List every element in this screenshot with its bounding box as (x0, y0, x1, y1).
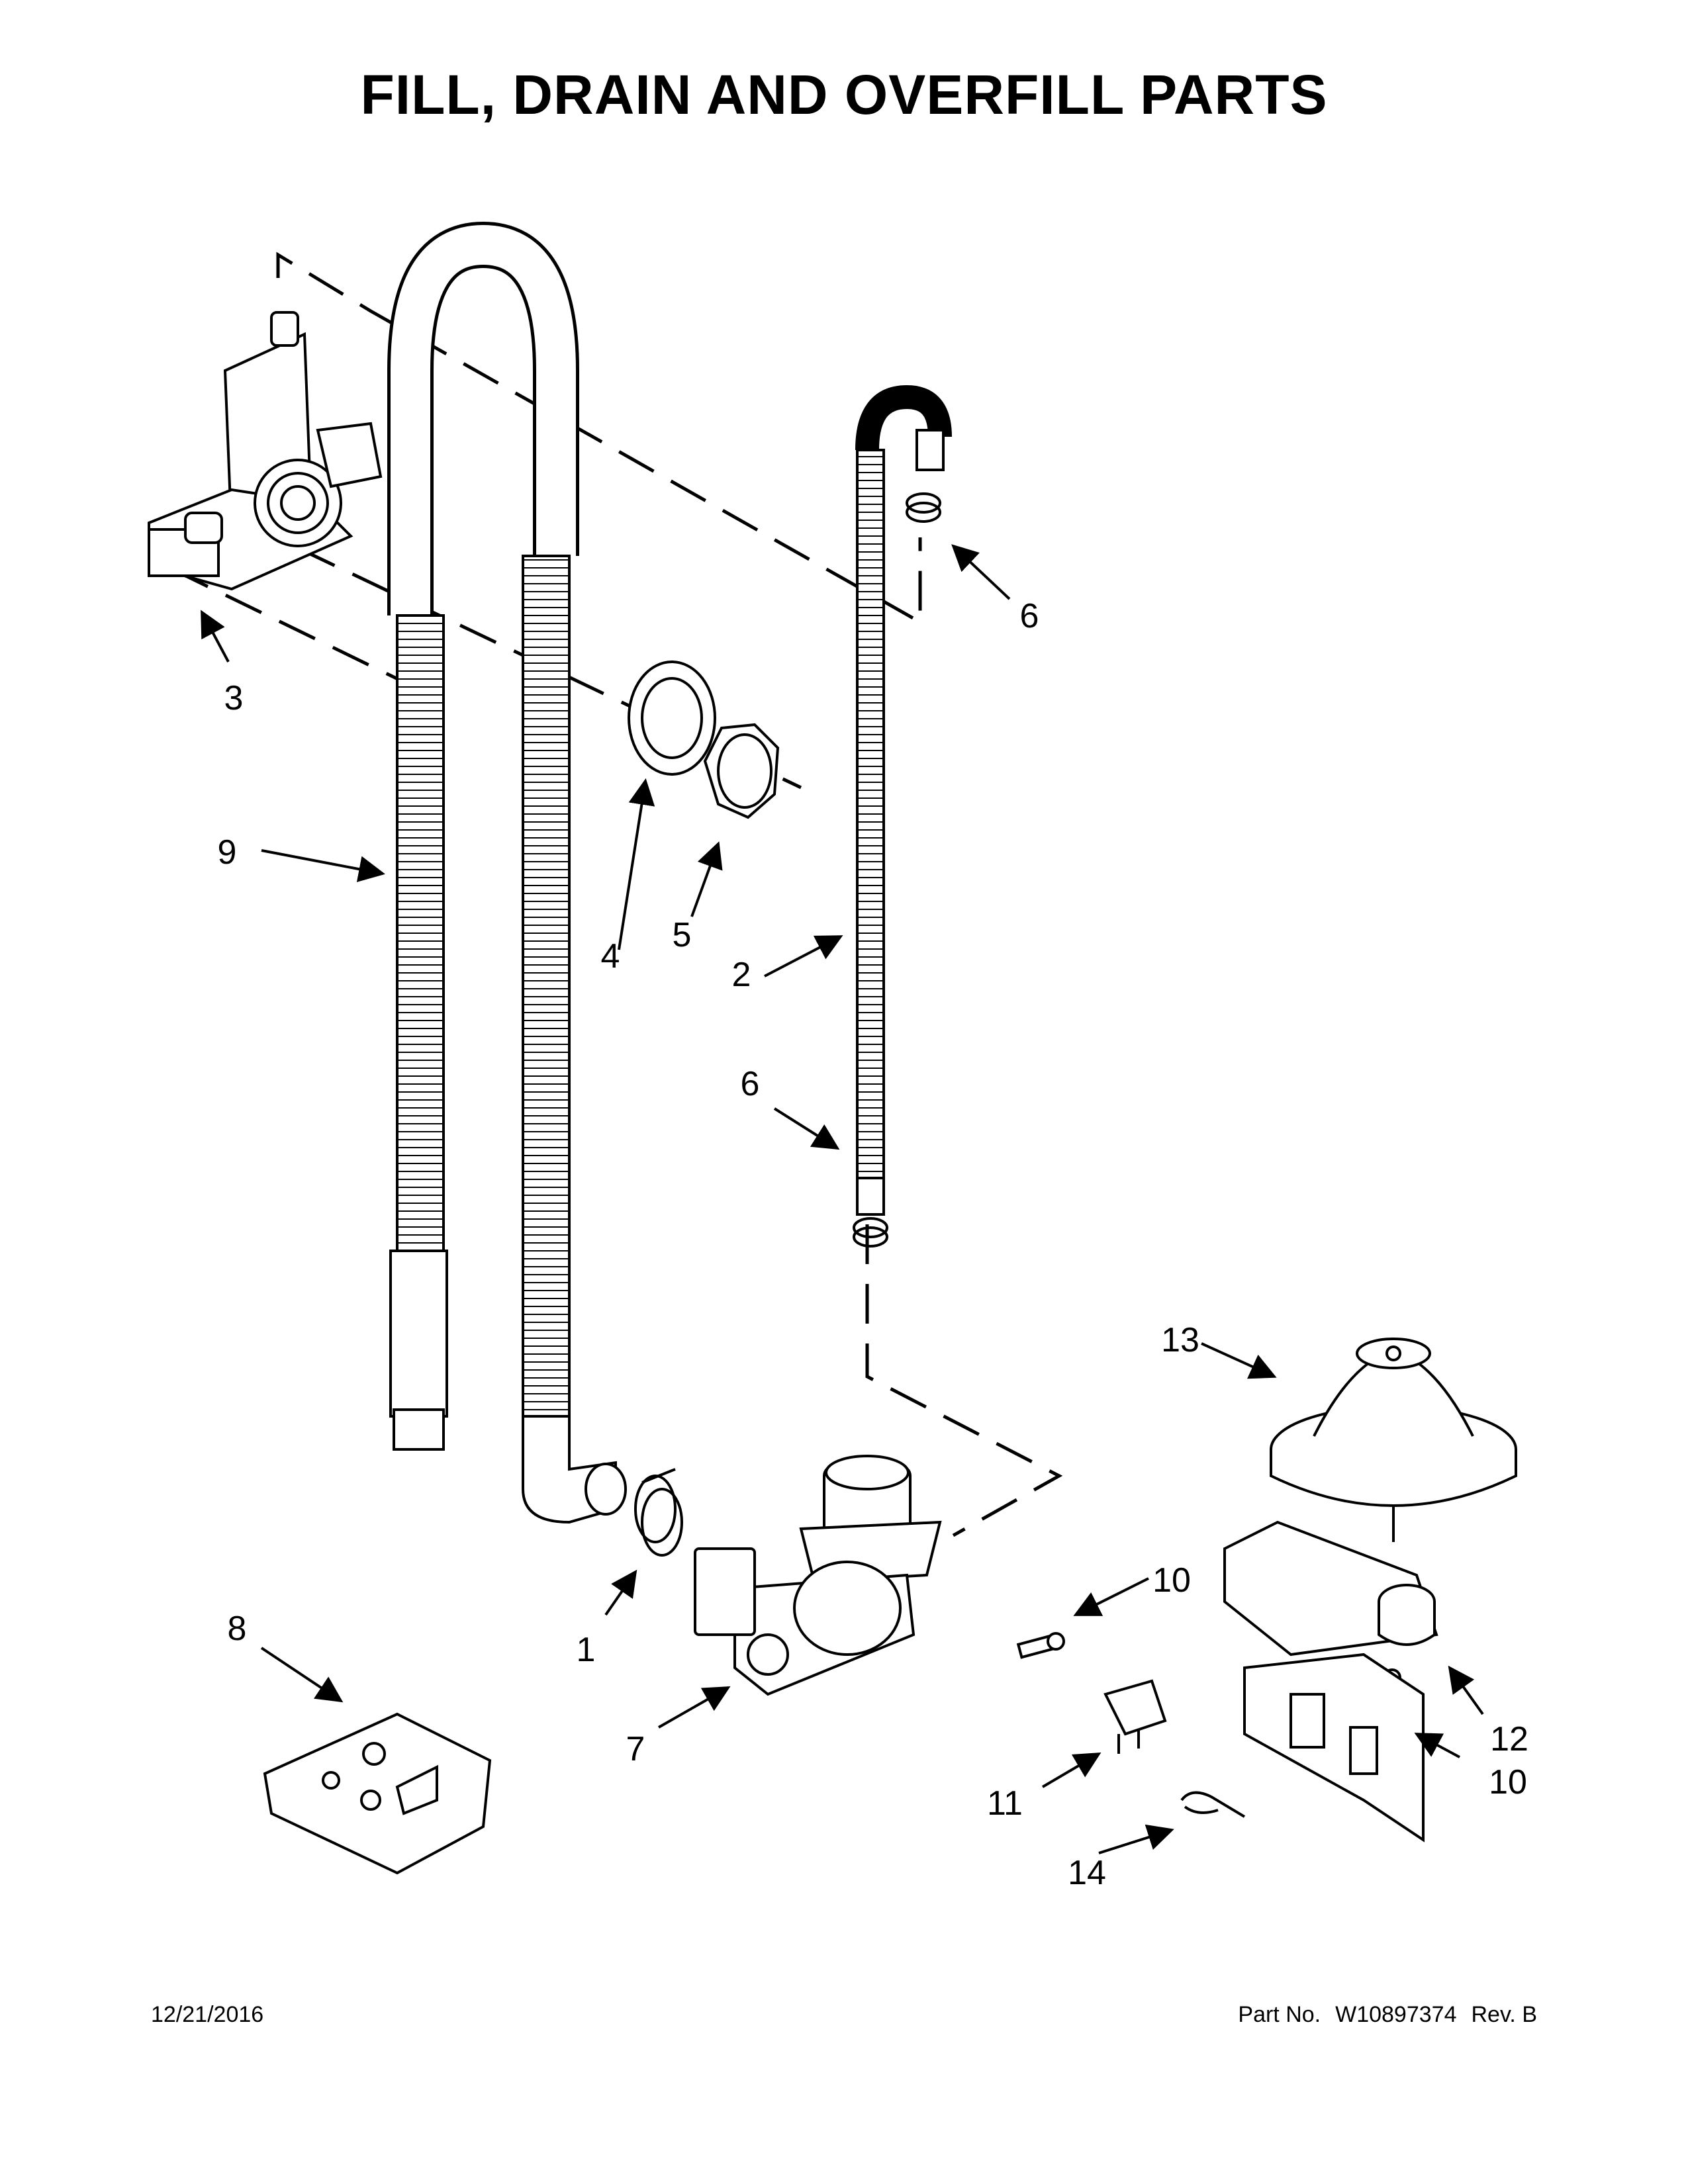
callout-6-bottom: 6 (741, 1065, 760, 1103)
switch-part-11 (1103, 1679, 1167, 1754)
callout-11: 11 (987, 1784, 1023, 1823)
page-title: FILL, DRAIN AND OVERFILL PARTS (360, 64, 1328, 126)
fill-hose-part-2 (855, 385, 952, 1216)
revision: Rev. B (1471, 2002, 1537, 2027)
callout-2: 2 (732, 956, 751, 994)
gasket-part-4 (628, 660, 716, 776)
drain-hose-part-9 (387, 221, 627, 1524)
hardware-bag-part-8 (263, 1712, 492, 1875)
callout-8: 8 (228, 1610, 247, 1648)
clamp-part-1 (634, 1468, 683, 1557)
float-part-13 (1270, 1338, 1517, 1542)
callout-10-screw: 10 (1152, 1561, 1191, 1600)
callout-14: 14 (1068, 1854, 1106, 1892)
clip-part-14 (1180, 1791, 1246, 1818)
callout-10-bracket: 10 (1489, 1763, 1527, 1801)
callout-7: 7 (626, 1730, 645, 1768)
footer-part-number: Part No. W10897374 Rev. B (1223, 2002, 1537, 2028)
callout-labels: 1 2 3 4 5 6 6 7 8 9 10 10 11 12 13 14 (218, 597, 1528, 1892)
float-switch-bracket-part-12 (1223, 1520, 1438, 1843)
callout-4: 4 (601, 937, 620, 976)
callout-3: 3 (224, 679, 244, 717)
callout-1: 1 (577, 1631, 596, 1669)
footer-date: 12/21/2016 (151, 2002, 264, 2027)
vent-assembly-part-3 (148, 311, 383, 591)
nut-part-5 (703, 723, 780, 819)
part-number: W10897374 (1335, 2002, 1457, 2027)
hose-clamp-part-6 (853, 492, 941, 1248)
callout-13: 13 (1161, 1321, 1199, 1359)
inlet-valve-part-7 (694, 1455, 942, 1696)
callout-6-top: 6 (1020, 597, 1039, 635)
callout-5: 5 (673, 916, 692, 954)
leader-arrows (201, 544, 1484, 1854)
part-label: Part No. (1238, 2002, 1321, 2027)
callout-9: 9 (218, 833, 237, 872)
callout-12: 12 (1490, 1720, 1528, 1758)
